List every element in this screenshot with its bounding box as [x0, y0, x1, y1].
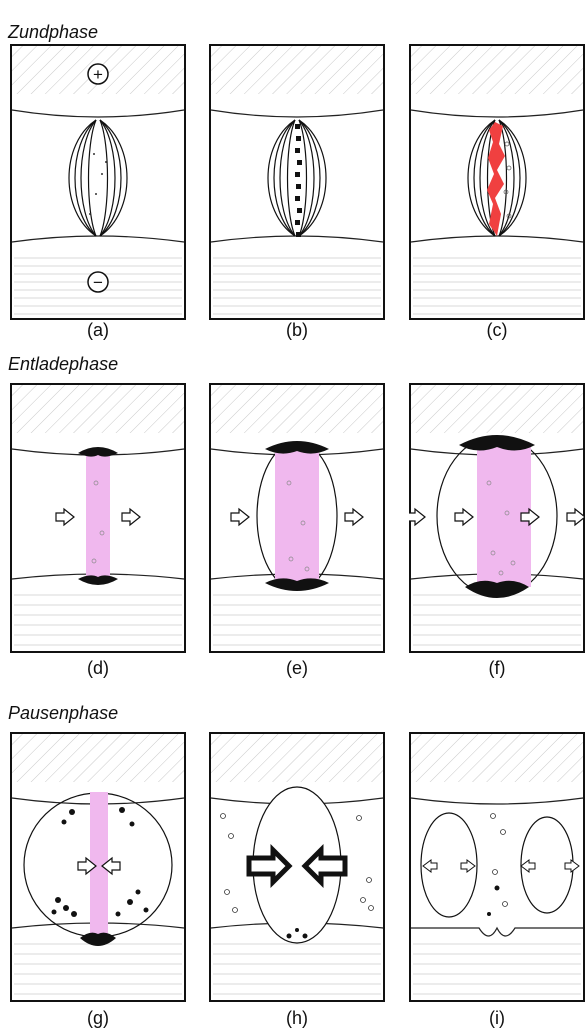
panel-b — [209, 44, 385, 320]
caption-d: (d) — [10, 658, 186, 679]
caption-e: (e) — [209, 658, 385, 679]
anode-plus-sign: + — [93, 65, 103, 84]
caption-i: (i) — [409, 1008, 585, 1029]
caption-g: (g) — [10, 1008, 186, 1029]
panel-e — [209, 383, 385, 659]
panel-g — [10, 732, 186, 1008]
caption-h: (h) — [209, 1008, 385, 1029]
section-title-pausenphase: Pausenphase — [8, 703, 118, 724]
section-title-zundphase: Zundphase — [8, 22, 98, 43]
cathode-minus-sign: − — [93, 273, 103, 292]
caption-c: (c) — [409, 320, 585, 341]
plasma-channel — [275, 449, 319, 583]
panel-i — [409, 732, 585, 1008]
panel-f — [409, 383, 585, 659]
caption-b: (b) — [209, 320, 385, 341]
panel-c — [409, 44, 585, 320]
panel-a: + − — [10, 44, 186, 320]
caption-f: (f) — [409, 658, 585, 679]
section-title-entladephase: Entladephase — [8, 354, 118, 375]
caption-a: (a) — [10, 320, 186, 341]
panel-h — [209, 732, 385, 1008]
plasma-channel — [86, 453, 110, 579]
panel-d — [10, 383, 186, 659]
